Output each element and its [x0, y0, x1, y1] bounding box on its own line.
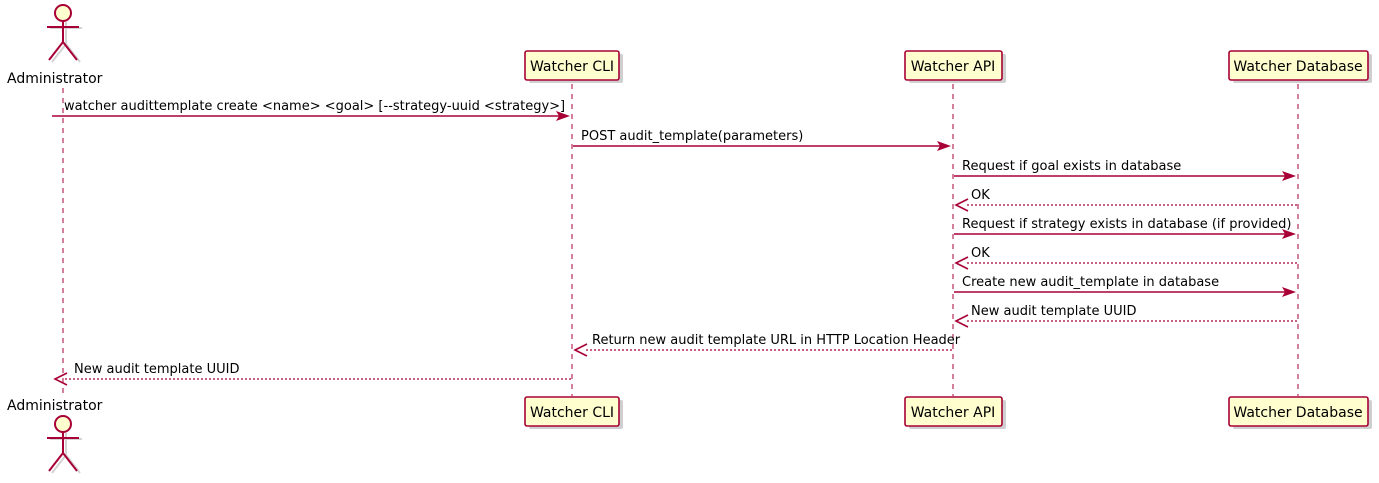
- message-9[interactable]: Return new audit template URL in HTTP Lo…: [573, 333, 961, 357]
- participant-watcher-api-top[interactable]: Watcher API: [904, 50, 1006, 83]
- message-label-6: OK: [971, 246, 990, 261]
- message-1[interactable]: watcher audittemplate create <name> <goa…: [52, 99, 570, 121]
- participant-label-watcher-api-top: Watcher API: [911, 59, 996, 75]
- arrowhead-right-icon: [1282, 229, 1296, 239]
- message-3[interactable]: Request if goal exists in database: [954, 159, 1296, 181]
- message-label-1: watcher audittemplate create <name> <goa…: [64, 99, 565, 114]
- arrowhead-right-icon: [937, 141, 951, 151]
- actor-label-administrator-top: Administrator: [7, 71, 103, 87]
- participant-label-watcher-api-bottom: Watcher API: [911, 405, 996, 421]
- message-label-8: New audit template UUID: [971, 304, 1136, 319]
- message-label-5: Request if strategy exists in database (…: [962, 217, 1291, 232]
- actor-body-icon: [47, 21, 79, 61]
- message-2[interactable]: POST audit_template(parameters): [573, 129, 951, 151]
- participant-watcher-database-top[interactable]: Watcher Database: [1228, 50, 1372, 83]
- arrowhead-left-icon: [53, 372, 68, 386]
- message-label-10: New audit template UUID: [74, 362, 239, 377]
- box-rect: [904, 396, 1003, 427]
- box-rect: [1228, 50, 1369, 81]
- arrowhead-left-icon: [573, 343, 588, 357]
- message-5[interactable]: Request if strategy exists in database (…: [954, 217, 1296, 239]
- message-label-3: Request if goal exists in database: [962, 159, 1181, 174]
- participant-label-watcher-cli-top: Watcher CLI: [530, 59, 614, 75]
- message-8[interactable]: New audit template UUID: [954, 304, 1297, 328]
- lifelines: [62, 84, 1299, 398]
- arrowhead-right-icon: [556, 111, 570, 121]
- box-rect: [524, 396, 620, 427]
- message-label-7: Create new audit_template in database: [962, 275, 1219, 290]
- message-7[interactable]: Create new audit_template in database: [954, 275, 1296, 297]
- participant-label-watcher-database-top: Watcher Database: [1233, 59, 1362, 75]
- arrowhead-right-icon: [1282, 287, 1296, 297]
- message-label-4: OK: [971, 188, 990, 203]
- arrowhead-left-icon: [954, 256, 969, 270]
- participant-label-watcher-database-bottom: Watcher Database: [1233, 405, 1362, 421]
- message-label-2: POST audit_template(parameters): [581, 129, 803, 144]
- actor-head-icon: [54, 415, 72, 433]
- message-6[interactable]: OK: [954, 246, 1297, 270]
- message-4[interactable]: OK: [954, 188, 1297, 212]
- actor-head-icon: [54, 4, 72, 22]
- arrowhead-right-icon: [1282, 171, 1296, 181]
- actor-administrator-bottom[interactable]: Administrator: [7, 398, 103, 474]
- actor-body-icon: [47, 432, 79, 472]
- participant-watcher-cli-top[interactable]: Watcher CLI: [524, 50, 623, 83]
- box-rect: [1228, 396, 1369, 427]
- actor-label-administrator-bottom: Administrator: [7, 398, 103, 414]
- message-10[interactable]: New audit template UUID: [53, 362, 571, 386]
- message-label-9: Return new audit template URL in HTTP Lo…: [592, 333, 961, 348]
- arrowhead-left-icon: [954, 314, 969, 328]
- participant-label-watcher-cli-bottom: Watcher CLI: [530, 405, 614, 421]
- actor-administrator-top[interactable]: Administrator: [7, 4, 103, 87]
- participant-watcher-cli-bottom[interactable]: Watcher CLI: [524, 396, 623, 429]
- box-rect: [904, 50, 1003, 81]
- box-rect: [524, 50, 620, 81]
- arrowhead-left-icon: [954, 198, 969, 212]
- participant-watcher-api-bottom[interactable]: Watcher API: [904, 396, 1006, 429]
- participant-watcher-database-bottom[interactable]: Watcher Database: [1228, 396, 1372, 429]
